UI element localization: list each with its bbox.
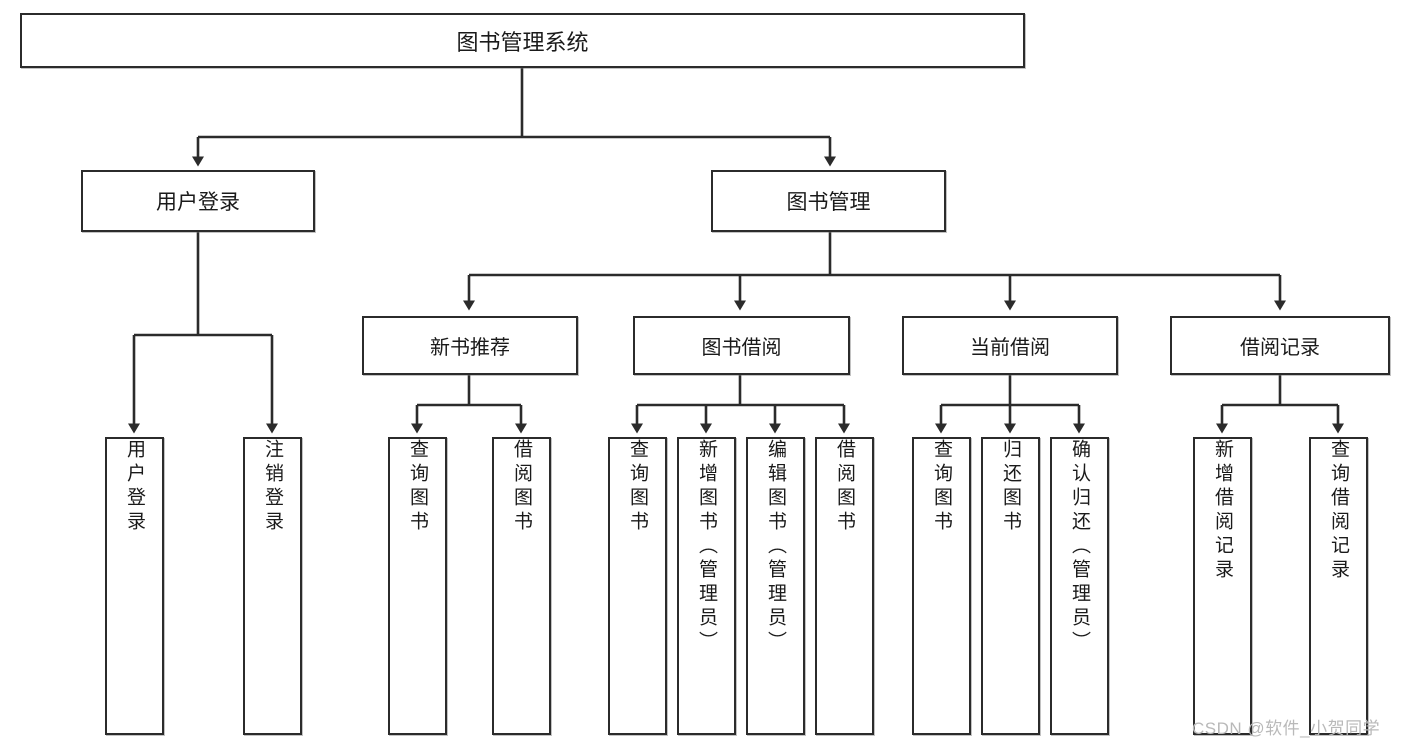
node-label: 新书推荐	[430, 337, 510, 359]
node-label: 借阅记录	[1240, 337, 1320, 359]
node-label: 归还图书	[1000, 439, 1021, 535]
leaf-current-borrow-confirm-return-admin[interactable]: 确认归还（管理员）	[1050, 437, 1109, 735]
node-new-book-recommend[interactable]: 新书推荐	[362, 316, 578, 375]
leaf-user-login-logout[interactable]: 注销登录	[243, 437, 302, 735]
leaf-borrow-record-add-record[interactable]: 新增借阅记录	[1193, 437, 1252, 735]
node-label: 查询图书	[931, 439, 952, 535]
node-root-book-management-system[interactable]: 图书管理系统	[20, 13, 1025, 68]
node-label: 图书管理系统	[456, 29, 589, 55]
node-label: 借阅图书	[834, 439, 855, 535]
node-label: 图书管理	[786, 191, 871, 214]
node-label: 查询图书	[407, 439, 428, 535]
node-borrow-record[interactable]: 借阅记录	[1170, 316, 1390, 375]
node-book-management[interactable]: 图书管理	[711, 170, 946, 232]
node-label: 新增借阅记录	[1212, 439, 1233, 583]
leaf-current-borrow-query-book[interactable]: 查询图书	[912, 437, 971, 735]
node-label: 编辑图书（管理员）	[765, 439, 786, 655]
node-label: 当前借阅	[970, 337, 1050, 359]
node-label: 用户登录	[156, 191, 240, 214]
leaf-book-borrow-borrow-book[interactable]: 借阅图书	[815, 437, 874, 735]
node-label: 注销登录	[262, 439, 283, 535]
node-user-login[interactable]: 用户登录	[81, 170, 315, 232]
csdn-watermark: CSDN @软件_小贺同学	[1192, 719, 1381, 738]
node-label: 借阅图书	[511, 439, 532, 535]
node-label: 图书借阅	[701, 337, 782, 359]
node-label: 新增图书（管理员）	[696, 439, 717, 655]
node-current-borrow[interactable]: 当前借阅	[902, 316, 1118, 375]
leaf-book-borrow-query-book[interactable]: 查询图书	[608, 437, 667, 735]
leaf-new-book-borrow-book[interactable]: 借阅图书	[492, 437, 551, 735]
node-label: 查询借阅记录	[1328, 439, 1349, 583]
node-label: 确认归还（管理员）	[1069, 439, 1090, 655]
leaf-borrow-record-query-record[interactable]: 查询借阅记录	[1309, 437, 1368, 735]
leaf-new-book-query-book[interactable]: 查询图书	[388, 437, 447, 735]
leaf-book-borrow-add-book-admin[interactable]: 新增图书（管理员）	[677, 437, 736, 735]
leaf-user-login-login[interactable]: 用户登录	[105, 437, 164, 735]
node-label: 查询图书	[627, 439, 648, 535]
leaf-book-borrow-edit-book-admin[interactable]: 编辑图书（管理员）	[746, 437, 805, 735]
leaf-current-borrow-return-book[interactable]: 归还图书	[981, 437, 1040, 735]
node-label: 用户登录	[124, 439, 145, 535]
node-book-borrow[interactable]: 图书借阅	[633, 316, 850, 375]
